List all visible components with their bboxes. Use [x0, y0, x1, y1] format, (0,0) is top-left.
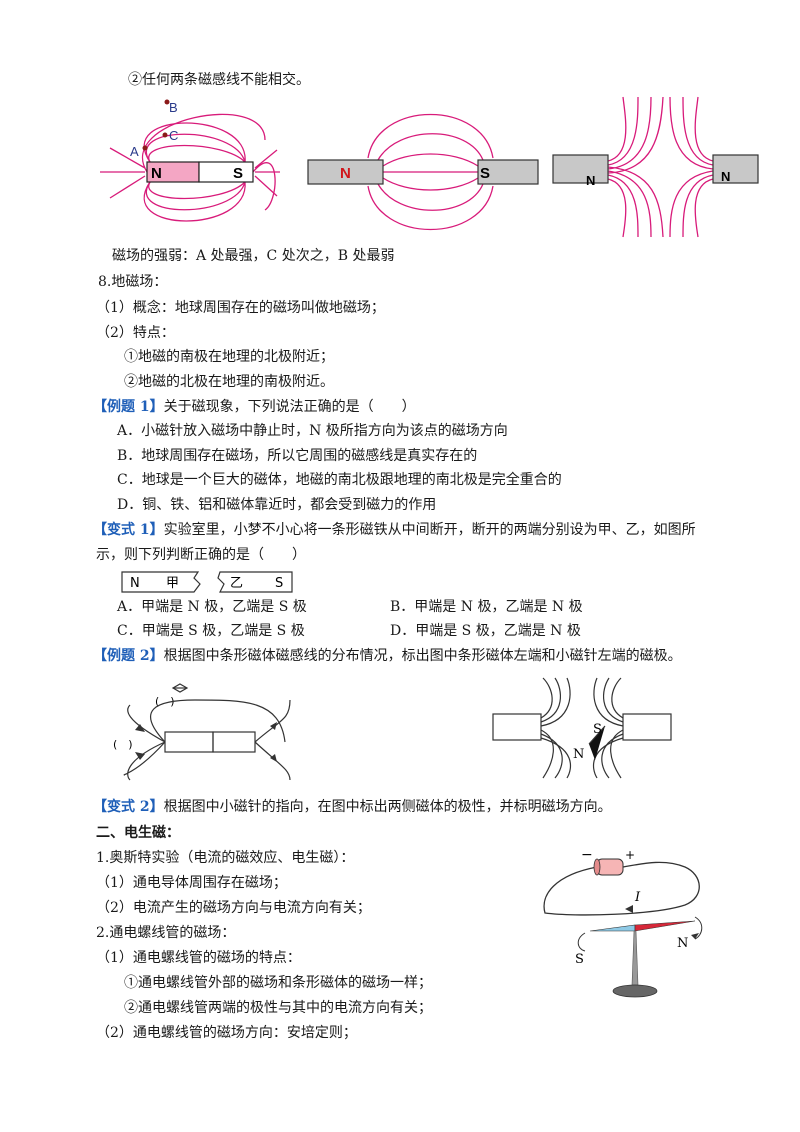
broken-magnet-s: S: [275, 576, 283, 591]
field-strength-caption: 磁场的强弱：A 处最强，C 处次之，B 处最弱: [112, 248, 395, 264]
example2-needle-n: N: [573, 747, 584, 762]
variant1-question-1: 实验室里，小梦不小心将一条形磁铁从中间断开，断开的两端分别设为甲、乙，如图所: [163, 522, 696, 538]
section2-line-8: （2）通电螺线管的磁场方向：安培定则；: [96, 1025, 357, 1041]
example2-question: 根据图中条形磁体磁感线的分布情况，标出图中条形磁体左端和小磁针左端的磁极。: [163, 648, 682, 664]
section2-line-7: ②通电螺线管两端的极性与其中的电流方向有关；: [124, 1000, 432, 1016]
earth-title: 8.地磁场：: [98, 274, 168, 290]
section2-line-2: （1）通电导体周围存在磁场；: [96, 875, 287, 891]
variant1: 【变式 1】实验室里，小梦不小心将一条形磁铁从中间断开，断开的两端分别设为甲、乙…: [93, 520, 696, 540]
variant1-tag: 【变式 1】: [93, 522, 164, 538]
opposite-poles-field-figure: N S: [307, 114, 539, 230]
example1-option-b: B．地球周围存在磁场，所以它周围的磁感线是真实存在的: [117, 448, 478, 464]
needle-n-label: N: [677, 936, 688, 951]
example2-magnet-paren: ( ): [113, 738, 133, 751]
point-b-label: B: [169, 100, 178, 115]
example1-tag: 【例题 1】: [93, 399, 164, 415]
magnet1-n-label: N: [151, 165, 162, 182]
battery-minus: −: [581, 847, 593, 863]
variant1-option-b: B．甲端是 N 极，乙端是 N 极: [390, 599, 583, 615]
section2-line-4: 2.通电螺线管的磁场：: [96, 925, 236, 941]
example1-option-c: C．地球是一个巨大的磁体，地磁的南北极跟地理的南北极是完全重合的: [117, 472, 562, 488]
battery-plus: +: [625, 848, 635, 862]
earth-feature: （2）特点：: [96, 325, 175, 341]
example2-needle-s: S: [593, 722, 602, 737]
example1: 【例题 1】关于磁现象，下列说法正确的是（ ）: [93, 397, 416, 417]
current-label: I: [634, 890, 641, 905]
variant1-question-2: 示，则下列判断正确的是（ ）: [96, 547, 306, 563]
earth-concept: （1）概念：地球周围存在的磁场叫做地磁场；: [96, 300, 385, 316]
magnet2-n-label: N: [340, 165, 351, 182]
section2-line-5: （1）通电螺线管的磁场的特点：: [96, 950, 301, 966]
variant2: 【变式 2】根据图中小磁针的指向，在图中标出两侧磁体的极性，并标明磁场方向。: [93, 797, 612, 817]
point-a-label: A: [130, 144, 139, 159]
variant1-option-c: C．甲端是 S 极，乙端是 S 极: [117, 623, 305, 639]
example2: 【例题 2】根据图中条形磁体磁感线的分布情况，标出图中条形磁体左端和小磁针左端的…: [93, 646, 682, 666]
example1-option-a: A．小磁针放入磁场中静止时，N 极所指方向为该点的磁场方向: [117, 423, 508, 439]
broken-magnet-yi: 乙: [230, 576, 243, 591]
example2-bar-magnet-figure: ( ) ( ): [113, 683, 291, 781]
oersted-experiment-figure: − + I S N: [543, 847, 703, 998]
variant1-option-d: D．甲端是 S 极，乙端是 N 极: [390, 623, 581, 639]
bar-magnet-field-figure: N S A B C: [100, 99, 280, 222]
magnet2-s-label: S: [480, 165, 490, 182]
broken-magnet-n: N: [130, 576, 140, 591]
earth-feature-2: ②地磁的北极在地理的南极附近。: [124, 374, 334, 390]
broken-magnet-figure: N 甲 乙 S: [121, 571, 293, 593]
magnet1-s-label: S: [233, 165, 243, 182]
broken-magnet-jia: 甲: [166, 576, 179, 591]
example1-question: 关于磁现象，下列说法正确的是（ ）: [163, 399, 416, 415]
point-c-label: C: [169, 128, 178, 143]
variant2-question: 根据图中小磁针的指向，在图中标出两侧磁体的极性，并标明磁场方向。: [163, 799, 612, 815]
section2-line-6: ①通电螺线管外部的磁场和条形磁体的磁场一样；: [124, 975, 432, 991]
example1-option-d: D．铜、铁、铝和磁体靠近时，都会受到磁力的作用: [117, 497, 437, 513]
variant2-tag: 【变式 2】: [93, 799, 164, 815]
earth-feature-1: ①地磁的南极在地理的北极附近；: [124, 349, 334, 365]
section2-line-1: 1.奥斯特实验（电流的磁效应、电生磁）：: [96, 850, 355, 866]
like-poles-field-figure: N N: [552, 96, 759, 238]
section2-line-3: （2）电流产生的磁场方向与电流方向有关；: [96, 900, 371, 916]
example2-tag: 【例题 2】: [93, 648, 164, 664]
needle-s-label: S: [575, 952, 584, 967]
variant1-option-a: A．甲端是 N 极，乙端是 S 极: [117, 599, 307, 615]
example2-two-magnets-figure: S N: [492, 677, 672, 779]
section2-title: 二、电生磁：: [96, 825, 180, 841]
magnet3-left-n-label: N: [586, 173, 595, 188]
magnet3-right-n-label: N: [721, 169, 730, 184]
intro-item2: ②任何两条磁感线不能相交。: [128, 72, 310, 88]
